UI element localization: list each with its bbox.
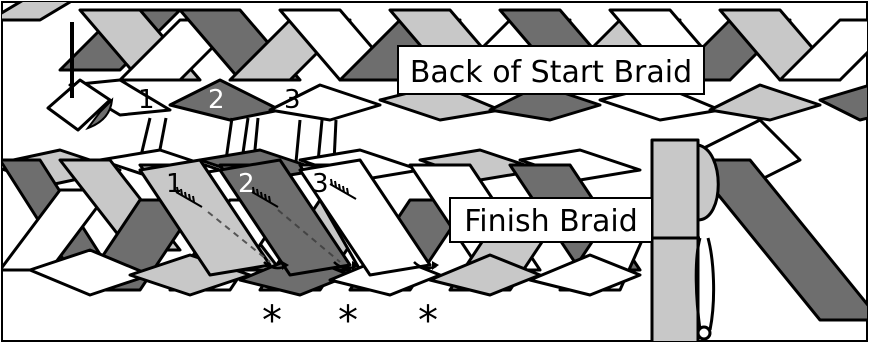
asterisk-mark: * (418, 298, 438, 343)
back-braid-label: Back of Start Braid (397, 45, 705, 95)
finish-braid-label-text: Finish Braid (464, 204, 638, 239)
strand-number-bottom: 2 (238, 169, 255, 199)
guide-lines (207, 209, 421, 263)
back-braid-label-text: Back of Start Braid (410, 55, 692, 90)
strand-number-top: 2 (208, 85, 225, 115)
binding-clip (650, 118, 867, 341)
asterisk-mark: * (338, 298, 358, 343)
strand-number-top: 1 (138, 85, 155, 115)
strand-numbers-top: 1 2 3 (138, 85, 301, 115)
strand-number-bottom: 3 (312, 169, 329, 199)
strand-numbers-bottom: 1 2 3 (166, 169, 329, 199)
asterisk-mark: * (262, 298, 282, 343)
finish-braid-label: Finish Braid (449, 197, 653, 243)
asterisks: * * * (262, 298, 438, 343)
strand-number-top: 3 (284, 85, 301, 115)
strand-number-bottom: 1 (166, 169, 183, 199)
finish-braid (2, 148, 662, 297)
